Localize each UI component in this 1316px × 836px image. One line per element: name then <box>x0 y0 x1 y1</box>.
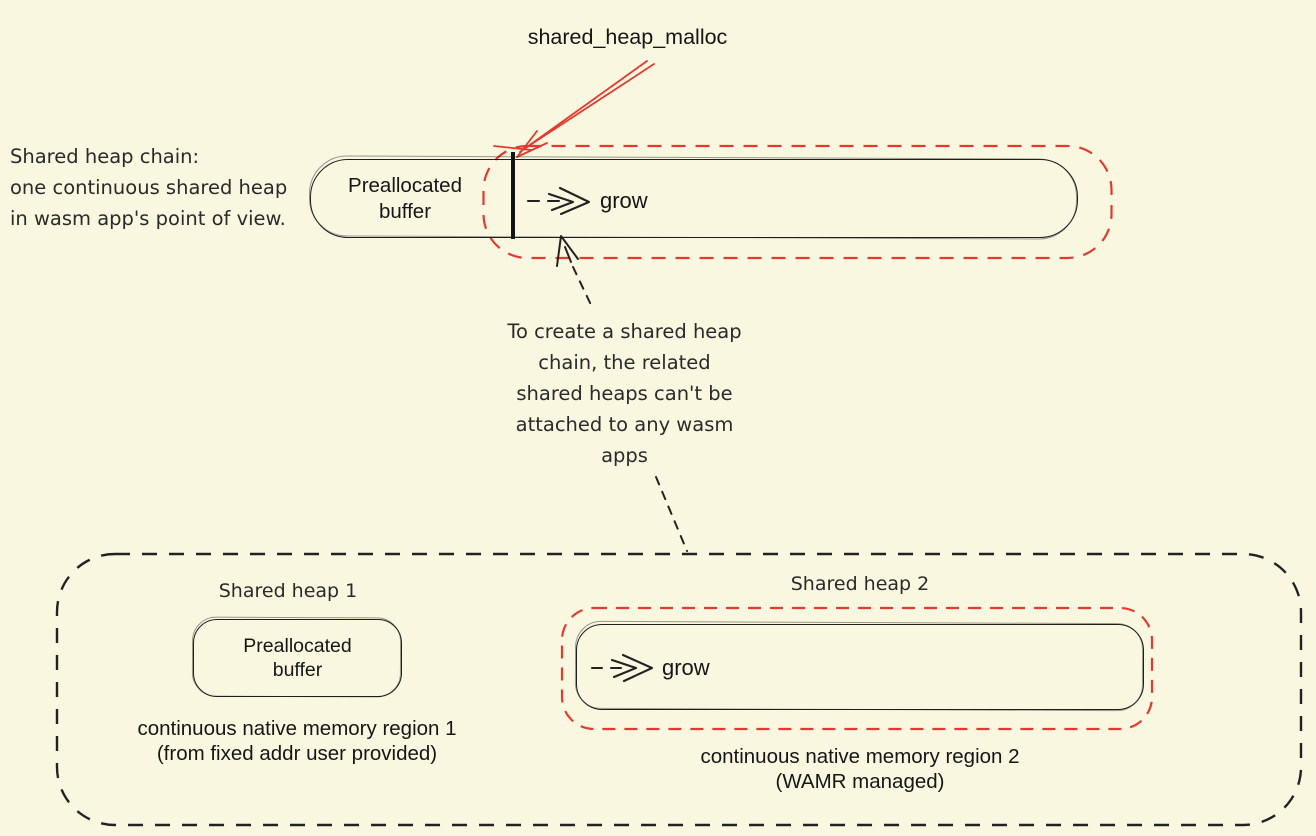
grow-label: grow <box>600 188 648 213</box>
shared-heap1-box: Preallocated buffer <box>193 619 402 697</box>
container-leader-line <box>655 476 688 552</box>
heap-chain-note: Shared heap chain: one continuous shared… <box>10 145 288 230</box>
shared-heap2-box <box>576 624 1144 710</box>
chain-constraint-note: To create a shared heap chain, the relat… <box>507 320 742 467</box>
preallocated-buffer-label: Preallocated buffer <box>243 635 352 681</box>
shared-heap1-title: Shared heap 1 <box>218 580 358 602</box>
heap-boundary-divider <box>511 152 515 239</box>
shared-heap2-title: Shared heap 2 <box>790 573 930 595</box>
memory-region2-caption: continuous native memory region 2 (WAMR … <box>700 745 1020 793</box>
malloc-arrow <box>493 60 655 158</box>
pointer-arrow-icon <box>556 235 579 267</box>
malloc-function-label: shared_heap_malloc <box>527 25 728 49</box>
heap-chain-box <box>310 159 1078 238</box>
preallocated-buffer-label: Preallocated buffer <box>348 174 462 223</box>
grow-label: grow <box>662 655 710 680</box>
memory-region1-caption: continuous native memory region 1 (from … <box>137 717 457 765</box>
note-leader-line <box>572 266 593 308</box>
